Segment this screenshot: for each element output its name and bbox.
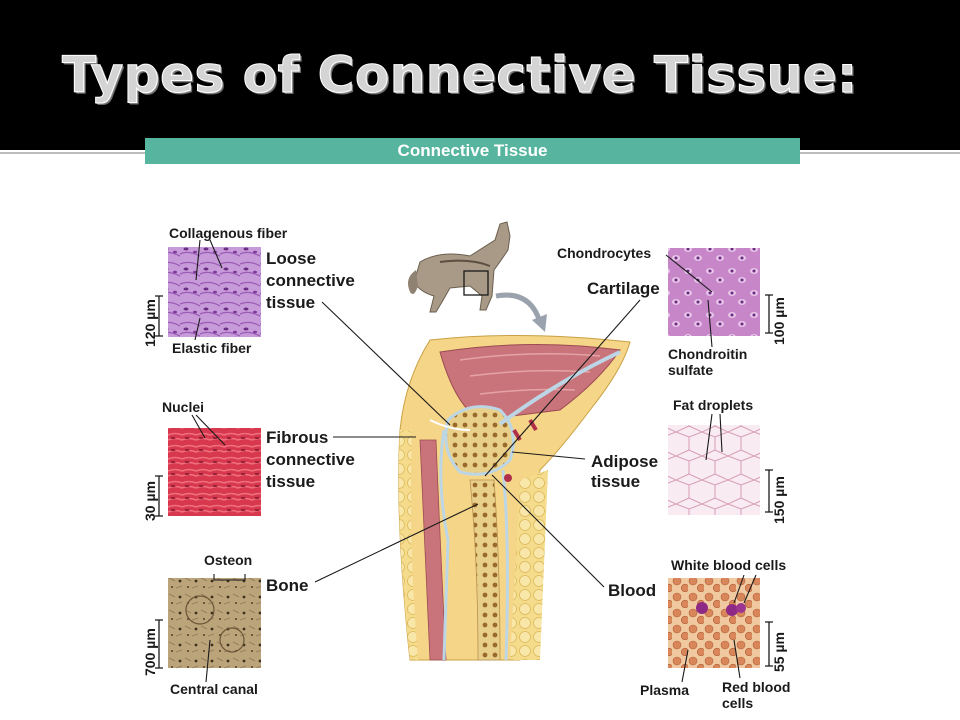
central-canal-label: Central canal [170,681,258,697]
adipose-label-line1: Adipose [591,452,659,471]
fibrous-label-line1: Fibrous [266,428,329,447]
blood-micrograph [668,578,760,668]
white-blood-cells-label: White blood cells [671,557,787,573]
cartilage-micrograph [668,248,760,336]
loose-scale-label: 120 µm [142,299,158,347]
adipose-label-line2: tissue [591,472,641,491]
loose-label-line2: connective [266,271,355,290]
blood-label: Blood [608,581,657,600]
cartilage-scale-label: 100 µm [771,297,787,345]
slide-title: Types of Connective Tissue: [62,46,858,105]
wolf-illustration [408,221,547,332]
osteon-label: Osteon [204,552,253,568]
connective-tissue-banner: Connective Tissue [145,138,800,164]
plasma-label: Plasma [640,682,690,698]
header-rule-right [800,152,960,154]
collagenous-fiber-label: Collagenous fiber [169,225,288,241]
chondroitin-label-line2: sulfate [668,362,714,378]
loose-label-line1: Loose [266,249,317,268]
chondrocytes-label: Chondrocytes [557,245,652,261]
header-rule-left [0,152,146,154]
red-blood-cells-label-line2: cells [722,695,754,711]
elastic-fiber-label: Elastic fiber [172,340,252,356]
fat-droplets-label: Fat droplets [673,397,754,413]
blood-scale-label: 55 µm [771,632,787,672]
red-blood-cells-label-line1: Red blood [722,679,791,695]
chondroitin-label-line1: Chondroitin [668,346,748,362]
fibrous-label-line2: connective [266,450,355,469]
loose-label-line3: tissue [266,293,316,312]
bone-scale-label: 700 µm [142,628,158,676]
banner-label: Connective Tissue [397,141,548,160]
fibrous-tissue-micrograph [168,428,261,516]
cartilage-label: Cartilage [587,279,660,298]
bone-label: Bone [266,576,309,595]
adipose-scale-label: 150 µm [771,476,787,524]
fibrous-scale-label: 30 µm [142,481,158,521]
fibrous-label-line3: tissue [266,472,316,491]
nuclei-label: Nuclei [162,399,205,415]
adipose-micrograph [668,425,760,515]
loose-tissue-micrograph [168,247,261,337]
slide-header [0,0,960,150]
bone-micrograph [168,578,261,668]
